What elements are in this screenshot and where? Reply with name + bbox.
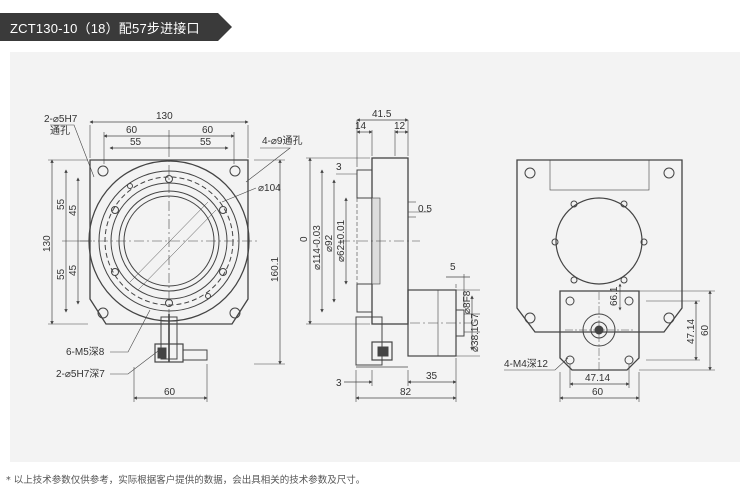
dim-front-left-45b: 45 xyxy=(68,264,79,276)
dim-front-55b: 55 xyxy=(200,137,212,148)
dim-rear-47-v: 47.14 xyxy=(686,319,697,344)
title-tab: ZCT130-10（18）配57步进接口 xyxy=(0,13,232,41)
callout-m4: 4-M4深12 xyxy=(504,358,548,370)
drawing-canvas: 130 60 60 55 55 55 45 55 45 130 2-⌀5H7 通… xyxy=(42,109,715,402)
dim-side-41-5: 41.5 xyxy=(372,109,392,120)
side-view xyxy=(306,118,480,402)
callout-dia104: ⌀104 xyxy=(258,183,281,194)
dim-side-shaft-5: 5 xyxy=(450,262,456,273)
callout-m5: 6-M5深8 xyxy=(66,346,105,358)
dim-front-bottom: 60 xyxy=(164,387,176,398)
dim-front-55a: 55 xyxy=(130,137,142,148)
technical-drawing: 130 60 60 55 55 55 45 55 45 130 2-⌀5H7 通… xyxy=(10,52,740,462)
side-view-labels: 41.5 14 12 3 0 ⌀114-0.03 ⌀92 ⌀62±0.01 0.… xyxy=(299,109,481,398)
dim-side-dia114: ⌀114-0.03 xyxy=(312,225,323,270)
page-title: ZCT130-10（18）配57步进接口 xyxy=(10,20,200,36)
dim-side-dia8: ⌀8F8 xyxy=(462,290,473,314)
dim-rear-60-h: 60 xyxy=(592,387,604,398)
front-view-labels: 130 60 60 55 55 55 45 55 45 130 2-⌀5H7 通… xyxy=(42,111,302,398)
dim-side-35: 35 xyxy=(426,371,438,382)
dim-side-dia92: ⌀92 xyxy=(324,234,335,252)
dim-front-60a: 60 xyxy=(126,125,138,136)
dim-front-left-45a: 45 xyxy=(68,204,79,216)
dim-rear-60-v: 60 xyxy=(700,324,711,336)
dim-front-60b: 60 xyxy=(202,125,214,136)
front-view xyxy=(48,120,291,402)
dim-side-0: 0 xyxy=(299,236,310,242)
dim-rear-47-h: 47.14 xyxy=(585,373,610,384)
dim-front-right: 160.1 xyxy=(270,257,281,282)
dim-side-gap: 0.5 xyxy=(418,204,432,215)
dim-front-height: 130 xyxy=(42,235,53,252)
dim-front-left-55b: 55 xyxy=(56,268,67,280)
dim-side-12: 12 xyxy=(394,121,406,132)
rear-view-labels: 66.1 47.14 60 47.14 60 4-M4深12 xyxy=(504,286,711,398)
dim-side-dia38: ⌀38.1G7 xyxy=(470,313,481,352)
callout-4-holes: 4-⌀9通孔 xyxy=(262,135,302,147)
dim-side-3-bottom: 3 xyxy=(336,378,342,389)
dim-side-14: 14 xyxy=(355,121,367,132)
dim-front-left-55a: 55 xyxy=(56,198,67,210)
dim-side-3-top: 3 xyxy=(336,162,342,173)
callout-through: 通孔 xyxy=(50,125,70,137)
dim-side-dia62: ⌀62±0.01 xyxy=(336,219,347,262)
callout-pin-depth: 2-⌀5H7深7 xyxy=(56,368,105,380)
callout-pin-hole: 2-⌀5H7 xyxy=(44,114,78,125)
dim-rear-66: 66.1 xyxy=(609,286,620,306)
dim-front-width: 130 xyxy=(156,111,173,122)
rear-view xyxy=(504,159,715,402)
dim-side-82: 82 xyxy=(400,387,412,398)
footnote: * 以上技术参数仅供参考，实际根据客户提供的数据，会出具相关的技术参数及尺寸。 xyxy=(6,475,366,486)
